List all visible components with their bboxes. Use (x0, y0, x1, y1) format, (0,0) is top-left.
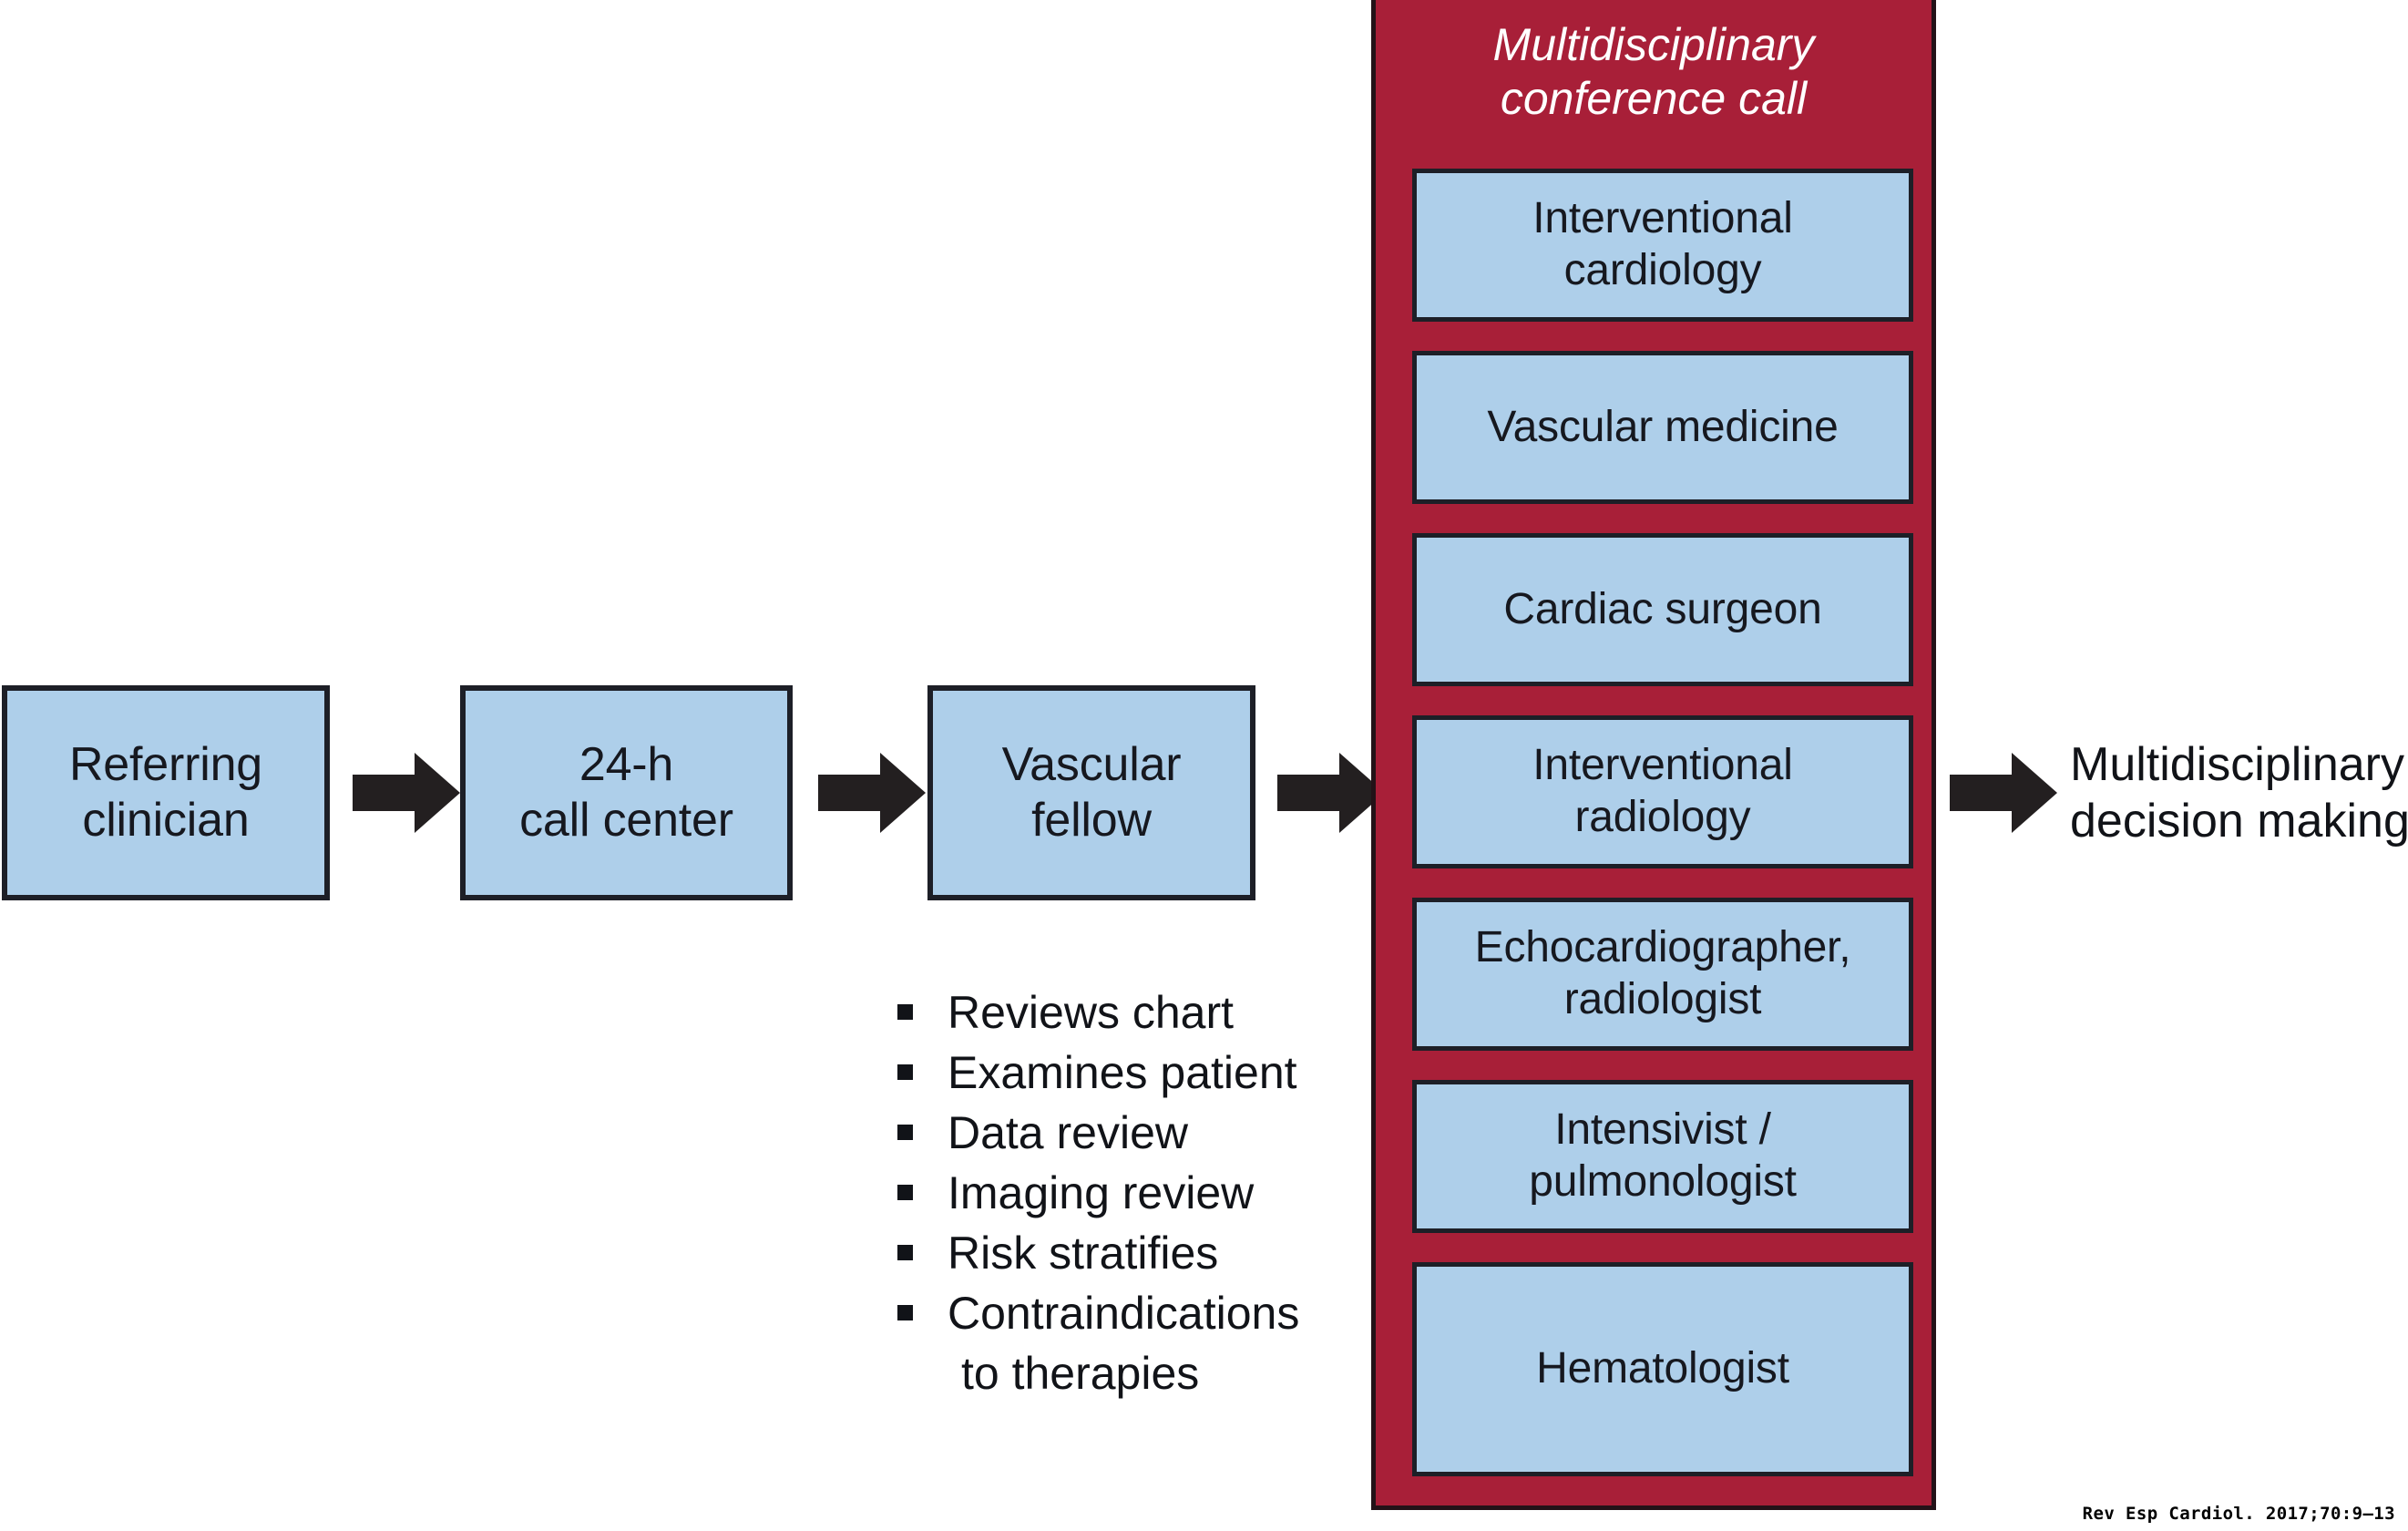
mdt-member-interventional-cardiology[interactable]: Interventional cardiology (1412, 169, 1913, 322)
square-bullet-icon (897, 1245, 913, 1260)
journal-citation: Rev Esp Cardiol. 2017;70:9–13 (2082, 1504, 2395, 1524)
mdt-member-intensivist-pulmonologist[interactable]: Intensivist / pulmonologist (1412, 1080, 1913, 1233)
mdt-member-label-line-1: Hematologist (1536, 1344, 1789, 1393)
stage-label-call-center: 24-h call center (519, 737, 733, 849)
square-bullet-icon (897, 1305, 913, 1320)
square-bullet-icon (897, 1064, 913, 1080)
stage-box-vascular-fellow[interactable]: Vascular fellow (927, 685, 1255, 900)
list-item: Examines patient (897, 1043, 1389, 1103)
mdt-member-label-line-2: radiology (1574, 793, 1751, 841)
task-label: Imaging review (948, 1167, 1255, 1218)
mdt-member-label-line-1: Interventional (1532, 741, 1793, 790)
mdt-member-label: Cardiac surgeon (1503, 584, 1821, 636)
stage-box-referring-clinician[interactable]: Referring clinician (2, 685, 330, 900)
mdt-member-label-line-2: radiologist (1563, 975, 1762, 1023)
panel-title-line-2: conference call (1500, 73, 1808, 124)
multidisciplinary-conference-panel: Multidisciplinary conference call Interv… (1371, 0, 1936, 1510)
mdt-member-label-line-1: Cardiac surgeon (1503, 584, 1822, 633)
list-item: Reviews chart (897, 982, 1389, 1043)
mdt-member-interventional-radiology[interactable]: Interventional radiology (1412, 715, 1913, 868)
panel-title-line-1: Multidisciplinary (1492, 19, 1815, 70)
square-bullet-icon (897, 1185, 913, 1200)
stage-label-line-1: Referring (68, 737, 263, 791)
outcome-label-line-1: Multidisciplinary (2070, 738, 2404, 791)
task-label-continuation: to therapies (961, 1348, 1200, 1399)
mdt-member-label-line-1: Interventional (1532, 194, 1793, 243)
mdt-member-label-line-1: Vascular medicine (1487, 402, 1839, 451)
task-label: Data review (948, 1107, 1188, 1158)
stage-label-vascular-fellow: Vascular fellow (1002, 737, 1182, 849)
mdt-member-echocardiographer-radiologist[interactable]: Echocardiographer, radiologist (1412, 898, 1913, 1051)
mdt-member-label-line-2: pulmonologist (1529, 1157, 1797, 1206)
stage-box-call-center[interactable]: 24-h call center (460, 685, 793, 900)
right-arrow-icon (1277, 749, 1385, 837)
mdt-member-label: Hematologist (1536, 1343, 1789, 1395)
mdt-member-hematologist[interactable]: Hematologist (1412, 1262, 1913, 1476)
task-label: Examines patient (948, 1047, 1297, 1098)
task-label: Contraindications (948, 1288, 1300, 1339)
outcome-label-line-2: decision making (2070, 795, 2408, 848)
stage-label-line-2: fellow (1031, 794, 1152, 847)
mdt-member-label: Vascular medicine (1487, 402, 1838, 454)
square-bullet-icon (897, 1004, 913, 1020)
list-item: Imaging review (897, 1163, 1389, 1223)
stage-label-referring-clinician: Referring clinician (69, 737, 262, 849)
mdt-member-label: Interventional cardiology (1532, 193, 1793, 296)
mdt-member-label: Echocardiographer, radiologist (1475, 922, 1851, 1025)
outcome-label: Multidisciplinary decision making (2070, 736, 2408, 850)
mdt-member-label-line-2: cardiology (1563, 246, 1762, 294)
vascular-fellow-task-list: Reviews chart Examines patient Data revi… (897, 982, 1389, 1403)
right-arrow-icon (1950, 749, 2057, 837)
list-item: Data review (897, 1103, 1389, 1163)
stage-label-line-2: clinician (82, 794, 250, 847)
square-bullet-icon (897, 1125, 913, 1140)
stage-label-line-1: 24-h (579, 737, 674, 791)
stage-label-line-2: call center (519, 794, 733, 847)
mdt-member-vascular-medicine[interactable]: Vascular medicine (1412, 351, 1913, 504)
task-label: Reviews chart (948, 987, 1234, 1038)
list-item: Risk stratifies (897, 1223, 1389, 1283)
mdt-member-label: Intensivist / pulmonologist (1529, 1105, 1797, 1207)
right-arrow-icon (353, 749, 460, 837)
right-arrow-icon (818, 749, 926, 837)
list-item: Contraindications (897, 1283, 1389, 1343)
mdt-member-label-line-1: Echocardiographer, (1474, 923, 1851, 972)
mdt-member-cardiac-surgeon[interactable]: Cardiac surgeon (1412, 533, 1913, 686)
panel-title: Multidisciplinary conference call (1376, 18, 1932, 126)
stage-label-line-1: Vascular (1001, 737, 1182, 791)
mdt-member-label: Interventional radiology (1532, 740, 1793, 843)
task-label: Risk stratifies (948, 1228, 1219, 1279)
mdt-member-label-line-1: Intensivist / (1554, 1105, 1771, 1155)
